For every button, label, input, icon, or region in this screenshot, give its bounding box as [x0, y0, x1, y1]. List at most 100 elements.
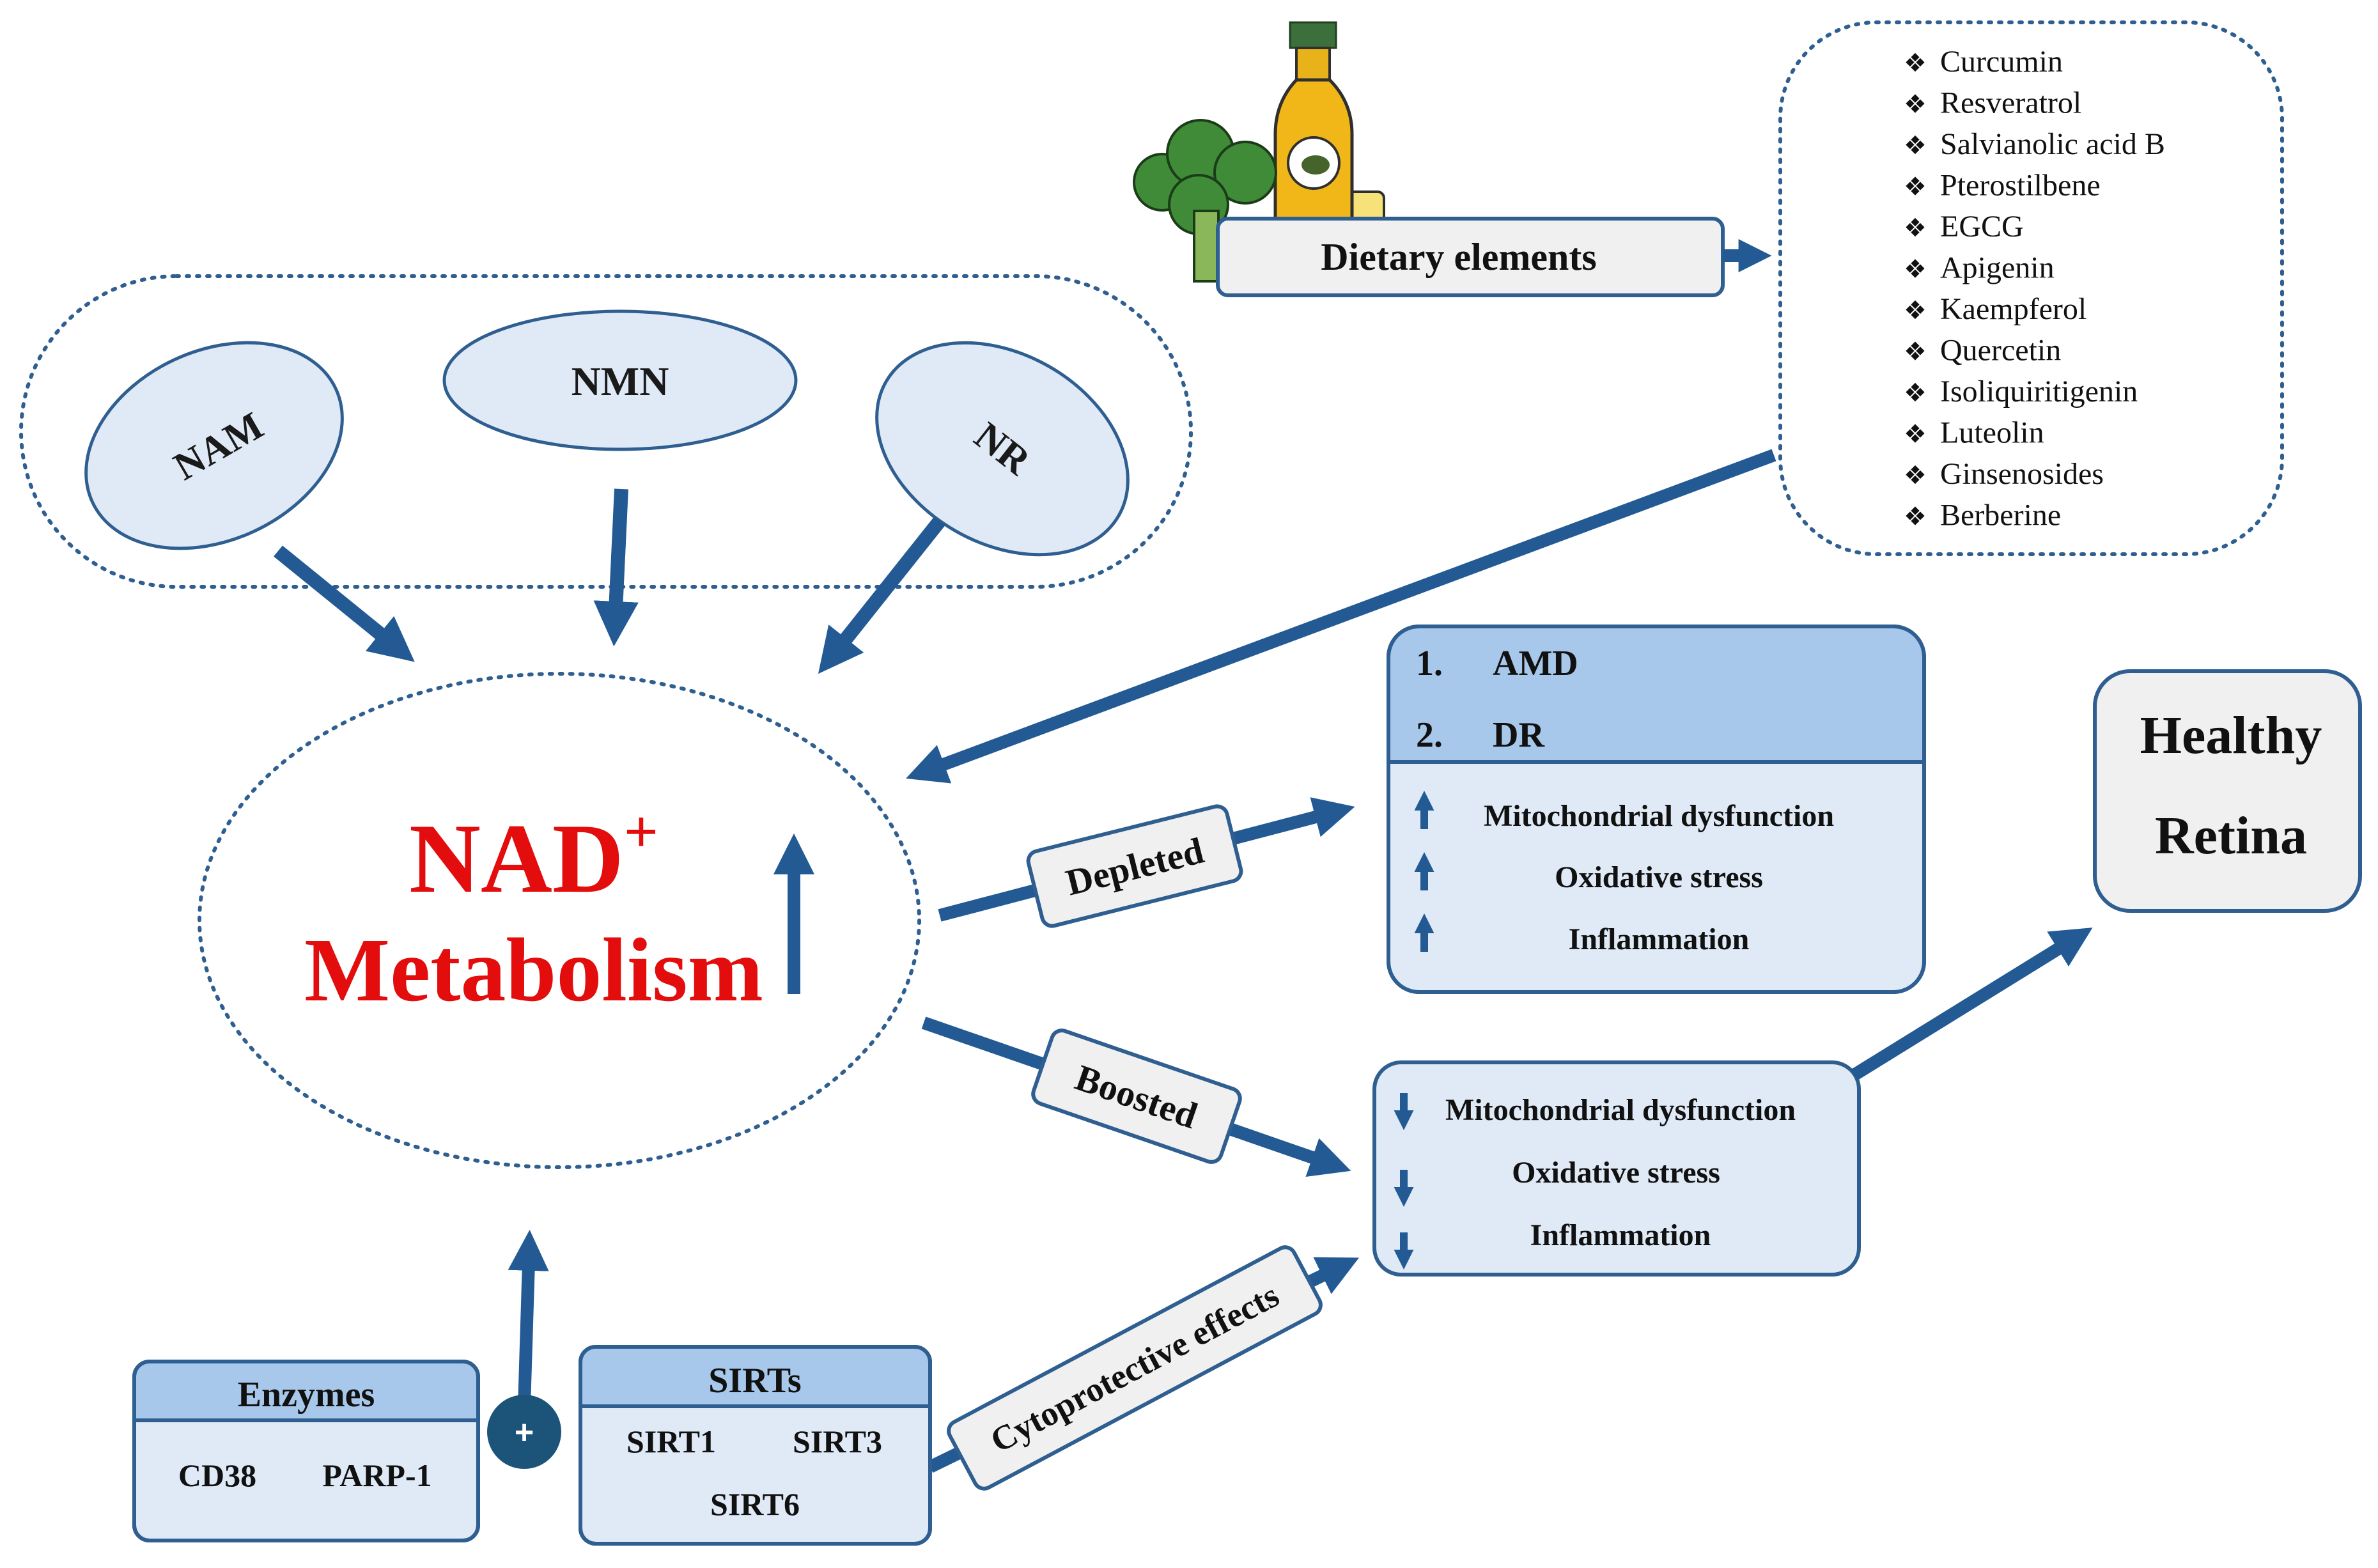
enzyme-cd38: CD38 [178, 1457, 256, 1493]
dietary-compound-label: Salvianolic acid B [1940, 127, 2165, 161]
effect-label: Inflammation [1530, 1218, 1711, 1252]
improved-effect-3: Inflammation [1394, 1218, 1711, 1269]
effect-label: Oxidative stress [1555, 860, 1763, 894]
disease-number: 2. [1416, 715, 1443, 755]
oil-bottle-neck [1295, 47, 1331, 81]
boosted-label-box: Boosted [1031, 1029, 1242, 1164]
bullet-icon: ❖ [1904, 420, 1927, 449]
dietary-food-illustration [1133, 21, 1385, 283]
bullet-icon: ❖ [1904, 296, 1927, 325]
disease-effect-2: Oxidative stress [1414, 852, 1763, 894]
dietary-compound-label: Quercetin [1940, 334, 2061, 368]
nad-title: NAD+ [409, 798, 658, 913]
dietary-list-item: ❖ Curcumin [1904, 45, 2063, 79]
broccoli-floret-3 [1213, 141, 1277, 205]
arrow-dietary-to-nad [906, 449, 1776, 784]
bullet-icon: ❖ [1904, 131, 1927, 160]
plus-sign: + [515, 1414, 534, 1451]
cytoprotective-label: Cytoprotective effects [984, 1276, 1286, 1460]
dietary-compound-label: EGCG [1940, 210, 2024, 244]
enzymes-header [136, 1363, 476, 1420]
nmn-node: NMN [442, 309, 798, 451]
dietary-list-item: ❖ Kaempferol [1904, 292, 2087, 326]
dietary-compound-label: Pterostilbene [1940, 169, 2101, 203]
dietary-compound-label: Apigenin [1940, 251, 2055, 285]
enzyme-parp1: PARP-1 [322, 1457, 431, 1493]
sirt6-label: SIRT6 [710, 1486, 800, 1522]
oil-bottle-cap [1289, 21, 1337, 49]
bullet-icon: ❖ [1904, 461, 1927, 490]
nad-superscript: + [624, 798, 658, 866]
disease-box-header [1390, 628, 1922, 762]
nr-node: NR [875, 341, 1130, 557]
disease-name: DR [1493, 715, 1544, 755]
dietary-list-item: ❖ Isoliquiritigenin [1904, 375, 2138, 408]
effect-label: Mitochondrial dysfunction [1445, 1093, 1796, 1127]
dietary-list-item: ❖ Resveratrol [1904, 86, 2081, 120]
arrow-nam-to-nad [274, 545, 415, 662]
arrow-enzymes-to-nad [508, 1229, 549, 1407]
disease-name: AMD [1493, 644, 1578, 683]
cytoprotective-label-box: Cytoprotective effects [947, 1245, 1323, 1491]
dietary-compound-label: Berberine [1940, 499, 2061, 532]
effect-label: Inflammation [1569, 922, 1750, 956]
arrow-nmn-to-nad [593, 488, 639, 647]
metabolism-title: Metabolism [304, 919, 763, 1020]
dietary-list-outline [1778, 20, 2284, 556]
bullet-icon: ❖ [1904, 213, 1927, 243]
retina-label: Retina [2155, 806, 2307, 866]
improved-effects-box [1372, 1060, 1861, 1277]
dietary-list-item: ❖ Berberine [1904, 499, 2061, 532]
bullet-icon: ❖ [1904, 255, 1927, 284]
arrow-to-healthy-retina [1850, 928, 2093, 1081]
dietary-list-item: ❖ Pterostilbene [1904, 169, 2101, 203]
disease-item-1: 1. AMD [1416, 644, 1578, 683]
dietary-compound-label: Luteolin [1940, 416, 2044, 450]
dietary-list-item: ❖ Apigenin [1904, 251, 2055, 285]
bullet-icon: ❖ [1904, 49, 1927, 78]
sirts-header [582, 1349, 928, 1406]
bullet-icon: ❖ [1904, 90, 1927, 120]
dietary-list-item: ❖ Quercetin [1904, 334, 2061, 368]
dietary-list-item: ❖ Ginsenosides [1904, 457, 2104, 491]
disease-effect-1: Mitochondrial dysfunction [1414, 791, 1834, 833]
dietary-compound-label: Resveratrol [1940, 86, 2081, 120]
disease-effect-3: Inflammation [1414, 913, 1750, 956]
healthy-retina-box [2093, 669, 2362, 913]
depleted-label-box: Depleted [1026, 804, 1243, 928]
nam-node: NAM [84, 341, 344, 550]
improved-effect-2: Oxidative stress [1394, 1156, 1720, 1207]
dietary-compound-label: Curcumin [1940, 45, 2063, 79]
disease-item-2: 2. DR [1416, 715, 1544, 755]
bullet-icon: ❖ [1904, 502, 1927, 532]
plus-circle-icon [487, 1395, 561, 1469]
broccoli-stem [1193, 210, 1220, 283]
bullet-icon: ❖ [1904, 173, 1927, 202]
dietary-compound-label: Ginsenosides [1940, 457, 2104, 491]
sirt3-label: SIRT3 [793, 1424, 882, 1459]
dietary-list-item: ❖ EGCG [1904, 210, 2024, 244]
dietary-compound-label: Isoliquiritigenin [1940, 375, 2138, 408]
healthy-label: Healthy [2140, 706, 2322, 765]
sirt1-label: SIRT1 [626, 1424, 716, 1459]
precursor-group-outline [19, 274, 1193, 589]
olive-shape [1302, 155, 1330, 175]
dietary-compound-label: Kaempferol [1940, 292, 2087, 326]
enzymes-title: Enzymes [238, 1375, 375, 1415]
improved-effect-1: Mitochondrial dysfunction [1394, 1093, 1796, 1130]
bullet-icon: ❖ [1904, 378, 1927, 408]
dietary-list: ❖ Curcumin ❖ Resveratrol ❖ Salvianolic acid B… [1904, 45, 2165, 532]
dietary-elements-label: Dietary elements [1321, 236, 1596, 278]
disease-number: 1. [1416, 644, 1443, 683]
bullet-icon: ❖ [1904, 338, 1927, 367]
disease-box-border [1387, 625, 1926, 994]
dietary-list-item: ❖ Luteolin [1904, 416, 2044, 450]
sirts-title: SIRTs [708, 1361, 801, 1401]
effect-label: Mitochondrial dysfunction [1484, 799, 1834, 833]
dietary-list-item: ❖ Salvianolic acid B [1904, 127, 2165, 161]
nmn-label: NMN [571, 359, 669, 404]
nad-metabolism-outline [198, 672, 921, 1169]
effect-label: Oxidative stress [1512, 1156, 1720, 1190]
